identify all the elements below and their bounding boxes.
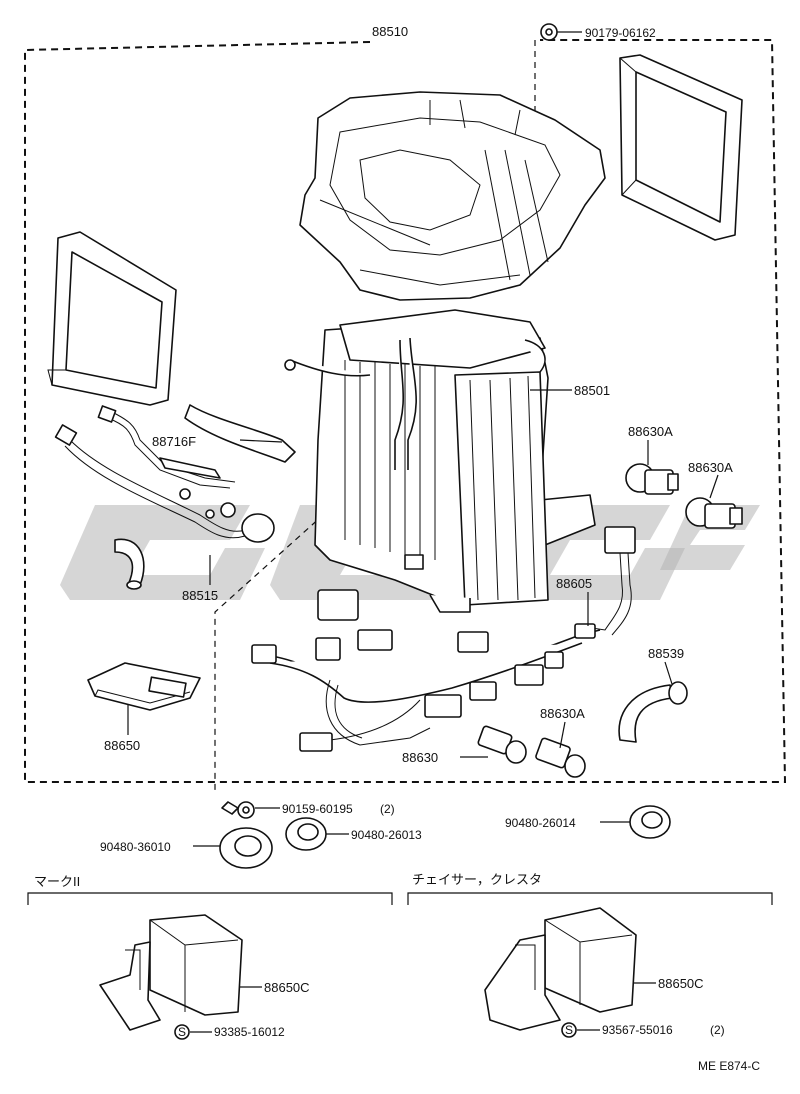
switch-88630a-right: [685, 497, 743, 529]
pipe-88716f: [97, 404, 296, 489]
label-switch-a2: 88630A: [688, 460, 733, 475]
amplifier-88650: [87, 662, 201, 711]
switch-88630a-lower: [535, 737, 586, 778]
drain-hose-left: [114, 538, 145, 590]
switch-88630a-upper: [625, 463, 679, 495]
label-s-right: S: [565, 1023, 573, 1037]
relay-left-88650c: [99, 914, 243, 1040]
label-bolt-right: 93567-55016: [602, 1023, 673, 1037]
label-clip-top: 90179-06162: [585, 26, 656, 40]
grommet-90480-26014: [629, 805, 671, 839]
label-diagram-code: ME E874-C: [698, 1059, 760, 1073]
relay-right-88650c: [484, 907, 637, 1038]
thermistor-88515: [54, 424, 275, 543]
label-amplifier: 88650: [104, 738, 140, 753]
leader-lines: [127, 31, 719, 1033]
label-switch-a1: 88630A: [628, 424, 673, 439]
label-screw-qty: (2): [380, 802, 395, 816]
connector-upper-right: [591, 526, 636, 636]
wire-harness-88605: [251, 589, 601, 752]
label-section-right: チェイサー，クレスタ: [412, 872, 542, 887]
label-switch: 88630: [402, 750, 438, 765]
right-frame-seal: [619, 54, 743, 241]
label-switch-a3: 88630A: [540, 706, 585, 721]
assembly-boundary: [24, 39, 787, 783]
label-relay-left: 88650C: [264, 980, 310, 995]
label-grommet-1: 90480-36010: [100, 840, 171, 854]
hose-88539: [618, 681, 688, 743]
left-frame-seal: [47, 231, 177, 406]
label-sensor-pipe: 88716F: [152, 434, 196, 449]
screw-90159: [221, 801, 255, 819]
label-thermistor: 88515: [182, 588, 218, 603]
grommet-90480-26013: [285, 817, 327, 851]
section-left-bracket: [27, 892, 393, 905]
label-section-left: マークII: [34, 874, 80, 889]
switch-88630: [477, 725, 527, 764]
upper-case: [299, 91, 606, 301]
label-s-left: S: [178, 1025, 186, 1039]
label-screw: 90159-60195: [282, 802, 353, 816]
clip-90179: [540, 23, 558, 41]
evaporator-unit: [284, 309, 596, 613]
label-assembly: 88510: [372, 24, 408, 39]
label-bolt-right-qty: (2): [710, 1023, 725, 1037]
label-grommet-3: 90480-26014: [505, 816, 576, 830]
label-harness: 88605: [556, 576, 592, 591]
grommet-90480-36010: [219, 827, 273, 869]
label-bolt-left: 93385-16012: [214, 1025, 285, 1039]
label-evaporator: 88501: [574, 383, 610, 398]
label-relay-right: 88650C: [658, 976, 704, 991]
section-right-bracket: [407, 892, 773, 905]
label-hose: 88539: [648, 646, 684, 661]
label-grommet-2: 90480-26013: [351, 828, 422, 842]
